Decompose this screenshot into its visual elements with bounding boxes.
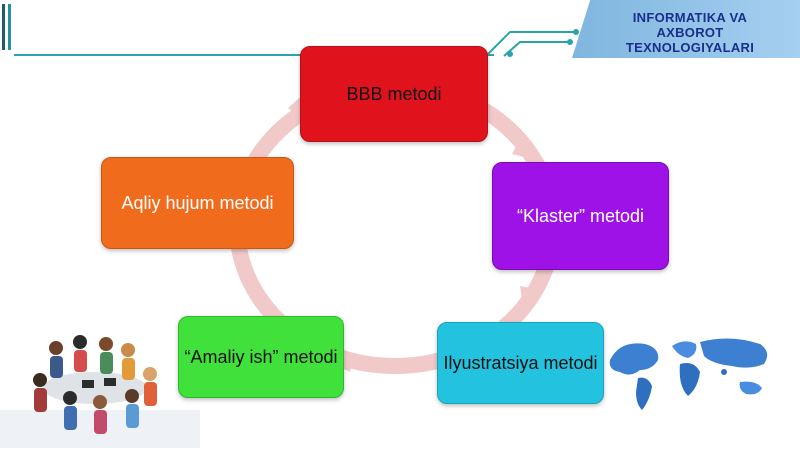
method-ilyustratsiya: Ilyustratsiya metodi: [437, 322, 604, 404]
banner-title-line: TEXNOLOGIYALARI: [625, 40, 755, 55]
circuit-lines-icon: [485, 29, 579, 57]
method-bbb: BBB metodi: [300, 46, 488, 142]
method-label: Ilyustratsiya metodi: [443, 353, 598, 373]
method-label: “Amaliy ish” metodi: [184, 347, 338, 367]
accent-bar: [2, 4, 5, 50]
banner-title: INFORMATIKA VA AXBOROT TEXNOLOGIYALARI: [590, 10, 790, 55]
header-line: [14, 54, 494, 56]
method-amaliy-ish: “Amaliy ish” metodi: [178, 316, 344, 398]
method-aqliy-hujum: Aqliy hujum metodi: [101, 157, 294, 249]
method-label: Aqliy hujum metodi: [121, 193, 274, 213]
method-klaster: “Klaster” metodi: [492, 162, 669, 270]
accent-bar: [8, 4, 11, 50]
method-label: “Klaster” metodi: [516, 206, 645, 226]
world-map-icon: [609, 338, 768, 410]
team-meeting-icon: [0, 335, 200, 448]
banner-title-line: AXBOROT: [656, 25, 724, 40]
title-banner: [572, 0, 800, 58]
banner-title-line: INFORMATIKA VA: [632, 10, 748, 25]
method-label: BBB metodi: [346, 84, 442, 104]
